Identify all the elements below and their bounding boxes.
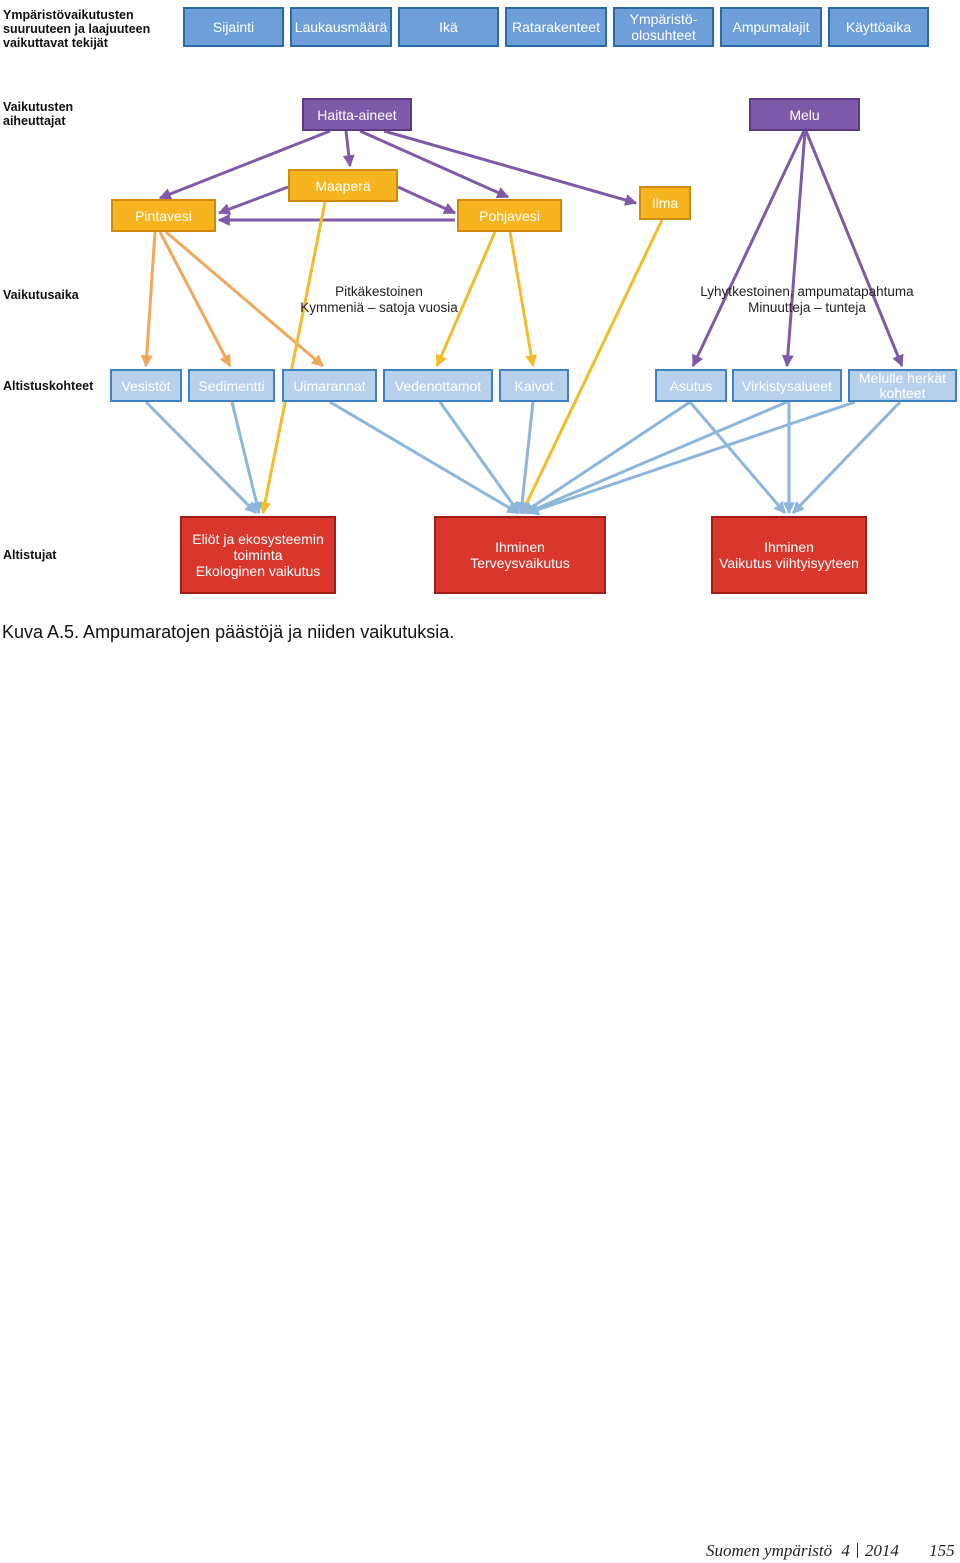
row-label-targets: Altistuskohteet xyxy=(3,379,94,393)
edge-sensitive-health xyxy=(526,400,856,516)
target-wells: Kaivot xyxy=(499,369,569,402)
edge-sensitive-comfort xyxy=(791,400,902,515)
footer-number: 4 xyxy=(841,1541,850,1560)
figure-caption: Kuva A.5. Ampumaratojen päästöjä ja niid… xyxy=(2,622,455,642)
edge-surface-water-water-bodies xyxy=(140,231,157,368)
factor-usage-time: Käyttöaika xyxy=(828,7,929,47)
edge-pollutants-groundwater xyxy=(359,129,510,199)
cause-pollutants: Haitta-aineet xyxy=(302,98,412,131)
factor-age: Ikä xyxy=(398,7,499,47)
target-water-bodies: Vesistöt xyxy=(110,369,182,402)
cause-noise: Melu xyxy=(749,98,860,131)
edge-pollutants-air xyxy=(383,129,638,206)
edge-soil-groundwater xyxy=(397,185,457,215)
row-label-causes: Vaikutusten aiheuttajat xyxy=(3,100,74,128)
medium-air: Ilma xyxy=(639,186,691,220)
page-footer: Suomen ympäristö 4 2014 155 xyxy=(706,1541,955,1561)
factor-range-structures: Ratarakenteet xyxy=(505,7,607,47)
footer-series: Suomen ympäristö xyxy=(706,1541,833,1560)
edge-water-intakes-health xyxy=(438,401,521,514)
diagram-connectors xyxy=(140,129,904,516)
edge-groundwater-wells xyxy=(508,231,538,368)
edge-pollutants-surface-water xyxy=(158,129,331,200)
medium-surface-water: Pintavesi xyxy=(111,199,216,232)
row-label-factors: Ympäristövaikutusten suuruuteen ja laaju… xyxy=(3,8,151,50)
target-residential: Asutus xyxy=(655,369,727,402)
edge-beaches-health xyxy=(329,400,520,515)
edge-residential-health xyxy=(522,400,691,515)
impact-diagram: Ympäristövaikutusten suuruuteen ja laaju… xyxy=(0,0,960,660)
footer-page-number: 155 xyxy=(929,1541,955,1560)
receptor-ecosystem: Eliöt ja ekosysteemin toiminta Ekologine… xyxy=(180,516,336,594)
footer-separator xyxy=(856,1543,858,1558)
edge-soil-ecosystem xyxy=(259,201,327,515)
target-noise-sensitive-sites: Melulle herkät kohteet xyxy=(848,369,957,402)
row-label-duration: Vaikutusaika xyxy=(3,288,79,302)
receptor-human-comfort: Ihminen Vaikutus viihtyisyyteen xyxy=(711,516,867,594)
target-water-intakes: Vedenottamot xyxy=(383,369,493,402)
factor-shot-count: Laukausmäärä xyxy=(290,7,392,47)
factor-environmental-conditions: Ympäristö- olosuhteet xyxy=(613,7,714,47)
target-sediment: Sedimentti xyxy=(188,369,275,402)
edge-water-bodies-ecosystem xyxy=(144,400,258,515)
edge-groundwater-water-intakes xyxy=(435,231,497,368)
edge-noise-recreation xyxy=(781,130,807,368)
medium-soil: Maaperä xyxy=(288,169,398,202)
edge-noise-residential xyxy=(691,130,806,368)
edge-recreation-health xyxy=(524,400,788,515)
edge-wells-health xyxy=(516,401,535,515)
edge-soil-surface-water xyxy=(217,185,289,215)
factor-location: Sijainti xyxy=(183,7,284,47)
receptor-human-health: Ihminen Terveysvaikutus xyxy=(434,516,606,594)
edge-surface-water-sediment xyxy=(158,231,232,368)
edge-pollutants-soil xyxy=(342,130,355,168)
edge-sediment-ecosystem xyxy=(230,401,263,515)
factor-shooting-types: Ampumalajit xyxy=(720,7,822,47)
target-beaches: Uimarannat xyxy=(282,369,377,402)
medium-groundwater: Pohjavesi xyxy=(457,199,562,232)
duration-long-term: Pitkäkestoinen Kymmeniä – satoja vuosia xyxy=(300,284,458,315)
row-label-receptors: Altistujat xyxy=(3,548,57,562)
edge-noise-sensitive xyxy=(804,130,904,368)
edge-air-health xyxy=(520,219,664,515)
target-recreation-areas: Virkistysalueet xyxy=(732,369,842,402)
footer-year: 2014 xyxy=(864,1541,899,1560)
edge-residential-comfort xyxy=(688,401,787,514)
duration-short-term: Lyhytkestoinen, ampumatapahtuma Minuutte… xyxy=(700,284,914,315)
